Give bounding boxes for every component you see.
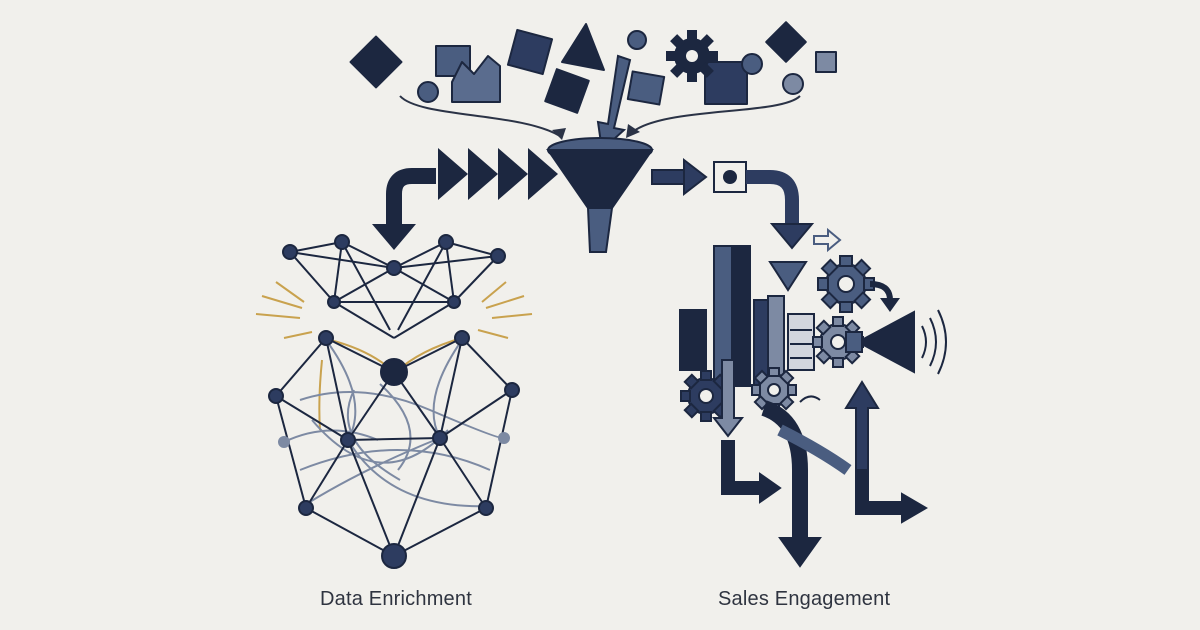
diamond-icon [765, 21, 807, 63]
arrow-icon [711, 359, 745, 438]
circle-icon [627, 30, 647, 50]
circle-icon [741, 53, 763, 75]
network-icon [255, 234, 533, 569]
square-icon [506, 28, 554, 76]
square-icon [704, 61, 748, 105]
sales-engagement-caption: Sales Engagement [718, 588, 891, 610]
gear-icon [666, 30, 718, 82]
square-icon [544, 68, 590, 114]
diamond-icon [349, 35, 403, 89]
chart-shape-icon [451, 55, 501, 103]
gear-icon [817, 255, 875, 313]
sound-waves [921, 309, 947, 375]
output-arrows [711, 359, 928, 568]
triangle-icon [768, 261, 808, 292]
network-nodes [268, 234, 520, 569]
feed-arrows [399, 95, 801, 137]
megaphone-icon [845, 310, 915, 374]
square-icon [626, 70, 666, 106]
square-icon [435, 45, 471, 77]
funnel-icon [546, 137, 654, 253]
square-icon [815, 51, 837, 73]
chevron-arrows [438, 148, 558, 200]
circle-icon [782, 73, 804, 95]
thick-curved-arrow [386, 168, 436, 226]
data-enrichment-caption: Data Enrichment [320, 588, 472, 610]
network-edges-light [283, 339, 505, 509]
triangle-icon [561, 23, 605, 71]
circle-icon [417, 81, 439, 103]
network-edges [275, 241, 513, 557]
arrow-icon [844, 380, 880, 471]
gear-icon [751, 367, 797, 413]
input-shapes [349, 21, 837, 114]
network-highlight-rays [255, 281, 533, 431]
bar-chart-icon [679, 245, 815, 397]
